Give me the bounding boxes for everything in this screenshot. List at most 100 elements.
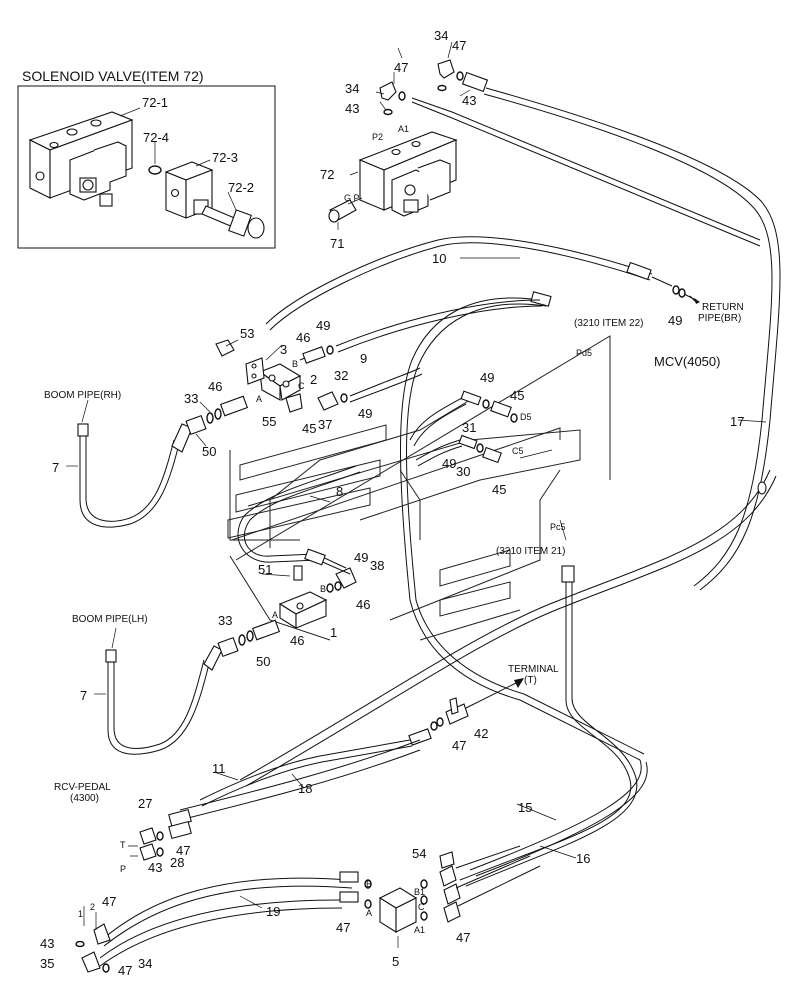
callout-34: 34 — [434, 28, 448, 43]
boom-pipe-lh-assembly — [94, 619, 281, 755]
rcv-fittings — [128, 827, 164, 861]
callout-47: 47 — [102, 894, 116, 909]
lower-hoses — [168, 565, 648, 887]
hose-17 — [239, 291, 777, 787]
item-72-1: 72-1 — [142, 95, 168, 110]
callout-18: 18 — [298, 781, 312, 796]
label-boom-pipe-lh: BOOM PIPE(LH) — [72, 614, 148, 625]
callout-32: 32 — [334, 368, 348, 383]
label-terminal-2: (T) — [524, 675, 537, 686]
mcv-port-fittings — [409, 390, 518, 467]
hose-10 — [265, 236, 700, 331]
callout-43: 43 — [148, 860, 162, 875]
callout-7: 7 — [52, 460, 59, 475]
top-fittings — [375, 41, 781, 591]
callout-46: 46 — [356, 597, 370, 612]
callout-50: 50 — [256, 654, 270, 669]
callout-35: 35 — [40, 956, 54, 971]
callout-1: 1 — [330, 625, 337, 640]
callout-45: 45 — [510, 388, 524, 403]
callout-47: 47 — [176, 843, 190, 858]
callout-51: 51 — [258, 562, 272, 577]
callout-47: 47 — [452, 738, 466, 753]
callout-71: 71 — [330, 236, 344, 251]
port-b-valve1: B — [320, 584, 326, 594]
o-ring-72-4 — [148, 165, 162, 175]
callout-50: 50 — [202, 444, 216, 459]
callout-5: 5 — [392, 954, 399, 969]
item-72-4: 72-4 — [143, 130, 169, 145]
port-a1-top: A1 — [398, 124, 409, 134]
callout-46: 46 — [208, 379, 222, 394]
terminal-tee — [199, 678, 524, 807]
port-labels: P2 A1 G P Pd5 D5 C5 Pc5 A B C A B T P 1 … — [78, 124, 592, 935]
callout-19: 19 — [266, 904, 280, 919]
callout-33: 33 — [184, 391, 198, 406]
port-gp: G P — [344, 193, 360, 203]
label-boom-pipe-rh: BOOM PIPE(RH) — [44, 390, 121, 401]
port-2-rcv: 2 — [90, 902, 95, 912]
callout-38: 38 — [370, 558, 384, 573]
text-labels: BOOM PIPE(RH) BOOM PIPE(LH) RETURN PIPE(… — [44, 302, 744, 804]
label-item21: (3210 ITEM 21) — [496, 546, 565, 557]
callout-47: 47 — [118, 963, 132, 978]
port-b1-valve5: B1 — [414, 887, 425, 897]
solenoid-valve-72 — [328, 131, 458, 223]
port-a-valve5: A — [366, 908, 372, 918]
port-c5: C5 — [512, 446, 524, 456]
port-d5: D5 — [520, 412, 532, 422]
callout-7: 7 — [80, 688, 87, 703]
callout-30: 30 — [456, 464, 470, 479]
port-c-valve5: C — [418, 902, 425, 912]
callout-15: 15 — [518, 800, 532, 815]
callout-3: 3 — [280, 342, 287, 357]
callout-2: 2 — [310, 372, 317, 387]
label-return-2: PIPE(BR) — [698, 313, 741, 324]
callout-34: 34 — [345, 81, 359, 96]
detail-frame — [17, 85, 276, 249]
port-b-valve2: B — [292, 359, 298, 369]
label-terminal-1: TERMINAL — [508, 664, 559, 675]
callout-49: 49 — [358, 406, 372, 421]
callout-55: 55 — [262, 414, 276, 429]
callout-46: 46 — [290, 633, 304, 648]
callout-47: 47 — [394, 60, 408, 75]
callout-37: 37 — [318, 417, 332, 432]
hose-19-and-valve-5 — [75, 845, 541, 973]
callout-49: 49 — [480, 370, 494, 385]
label-return-1: RETURN — [702, 302, 744, 313]
callout-9: 9 — [360, 351, 367, 366]
callout-53: 53 — [240, 326, 254, 341]
callout-16: 16 — [576, 851, 590, 866]
callout-49: 49 — [316, 318, 330, 333]
callout-numbers: 34 47 47 43 34 43 72 71 10 49 53 46 49 3… — [40, 28, 744, 978]
port-b-valve5: B — [366, 879, 372, 889]
callout-45: 45 — [302, 421, 316, 436]
port-pd5: Pd5 — [576, 348, 592, 358]
callout-47: 47 — [456, 930, 470, 945]
solenoid-detail-box: SOLENOID VALVE(ITEM 72) — [17, 68, 276, 249]
valve-block-2 — [215, 299, 543, 413]
callout-leaders — [213, 171, 767, 909]
callout-45: 45 — [492, 482, 506, 497]
callout-31: 31 — [462, 420, 476, 435]
callout-10: 10 — [432, 251, 446, 266]
callout-47: 47 — [336, 920, 350, 935]
callout-49: 49 — [354, 550, 368, 565]
valve-block-1 — [237, 465, 361, 629]
label-mcv: MCV(4050) — [654, 354, 720, 369]
item-72-2: 72-2 — [228, 180, 254, 195]
callout-72: 72 — [320, 167, 334, 182]
item-72-3: 72-3 — [212, 150, 238, 165]
port-p-rcv: P — [120, 864, 126, 874]
callout-47: 47 — [452, 38, 466, 53]
callout-17: 17 — [730, 414, 744, 429]
callout-49: 49 — [442, 456, 456, 471]
label-rcv-1: RCV-PEDAL — [54, 782, 111, 793]
valve-body-72-1 — [28, 111, 134, 207]
callout-43: 43 — [345, 101, 359, 116]
port-p2: P2 — [372, 132, 383, 142]
callout-8: 8 — [336, 484, 343, 499]
